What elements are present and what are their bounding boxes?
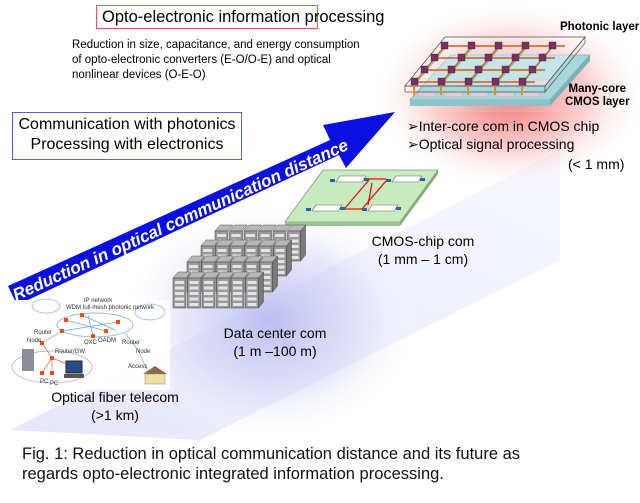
house-icon (143, 366, 167, 374)
concept-line-photonics: Communication with photonics (18, 116, 236, 133)
cmos-chip-range: (1 mm – 1 cm) (377, 251, 469, 267)
net-label-pc1: PC (40, 379, 49, 385)
cmos-layer-label: Many-core CMOS layer (565, 83, 630, 109)
concept-box: Communication with photonics Processing … (12, 112, 242, 160)
concept-line-electronics: Processing with electronics (30, 136, 224, 153)
telecom-label: Optical fiber telecom (>1 km) (40, 388, 190, 424)
telecom-range: (>1 km) (91, 407, 139, 423)
net-label-router-left: Router (34, 330, 52, 336)
server-rack (215, 271, 236, 309)
net-label-oxc: OXC (84, 340, 98, 346)
figure-caption: Fig. 1: Reduction in optical communicati… (22, 444, 632, 484)
server-rack (201, 271, 221, 309)
data-center-name: Data center com (223, 325, 327, 341)
processing-description: Reduction in size, capacitance, and ener… (72, 38, 407, 83)
net-label-router-gw: Router/GW (55, 349, 85, 355)
net-label-pc2: PC (50, 381, 59, 387)
telecom-network-illustration: IP network WDM full-mesh photonic networ… (11, 298, 170, 390)
net-label-access: Access (128, 364, 147, 370)
server-rack (172, 271, 192, 309)
title-box: Opto-electronic information processing (96, 5, 384, 29)
photonic-range: (< 1 mm) (568, 156, 625, 172)
photonic-bullets: ➢Inter-core com in CMOS chip ➢Optical si… (407, 117, 599, 153)
cmos-chip-illustration (284, 169, 439, 226)
page-title: Opto-electronic information processing (102, 8, 385, 26)
server-rack (244, 271, 265, 309)
photonic-chip-illustration (404, 36, 591, 112)
net-label-node-right: Node (136, 349, 151, 355)
computer-icon (65, 360, 83, 374)
net-label-node-left: Node (27, 338, 42, 344)
description-line: Reduction in size, capacitance, and ener… (72, 39, 360, 51)
server-rack (230, 271, 250, 309)
caption-line1: Fig. 1: Reduction in optical communicati… (22, 445, 521, 463)
description-line: of opto-electronic converters (E-O/O-E) … (72, 54, 331, 66)
description-line: nonlinear devices (O-E-O) (72, 69, 206, 81)
server-rack (258, 255, 279, 293)
bullet-optical-signal: ➢Optical signal processing (407, 136, 575, 152)
data-center-illustration (172, 224, 307, 309)
net-label-router-right: Router (122, 340, 140, 346)
data-center-range: (1 m –100 m) (233, 343, 317, 359)
caption-line2: regards opto-electronic integrated infor… (22, 465, 444, 483)
net-label-wdm: WDM full-mesh photonic network (66, 305, 155, 311)
server-rack (186, 271, 207, 309)
bullet-inter-core: ➢Inter-core com in CMOS chip (407, 118, 600, 134)
telecom-name: Optical fiber telecom (51, 389, 179, 405)
building-icon (22, 349, 34, 371)
cmos-chip-label: CMOS-chip com (1 mm – 1 cm) (358, 232, 488, 268)
net-label-oadm: OADM (98, 338, 116, 344)
cmos-chip-name: CMOS-chip com (371, 233, 475, 249)
arrow-body (8, 112, 395, 305)
net-label-ip: IP network (84, 298, 113, 304)
photonic-layer-label: Photonic layer (560, 21, 640, 33)
cmos-layer-label-line1: Many-core (568, 83, 627, 95)
data-center-label: Data center com (1 m –100 m) (200, 324, 350, 360)
cmos-layer-label-line2: CMOS layer (565, 96, 630, 108)
distance-arrow (8, 112, 395, 305)
